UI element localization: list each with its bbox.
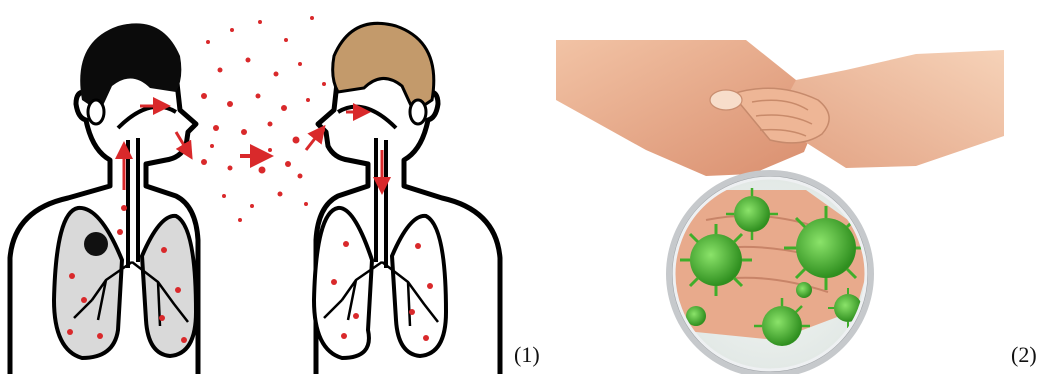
magnifier — [666, 170, 876, 374]
left-person-right-lung — [142, 216, 196, 356]
handshake-svg — [556, 40, 1004, 374]
airborne-droplets — [201, 16, 326, 222]
right-person — [314, 23, 500, 374]
panel-2-label: (2) — [1011, 342, 1037, 368]
airborne-transmission-illustration — [0, 0, 510, 374]
handshake-contact-transmission-photo — [556, 40, 1004, 374]
left-person — [10, 23, 198, 374]
transmission-svg — [0, 0, 510, 374]
right-person-right-lung — [392, 216, 446, 356]
panel-1-label: (1) — [514, 342, 540, 368]
